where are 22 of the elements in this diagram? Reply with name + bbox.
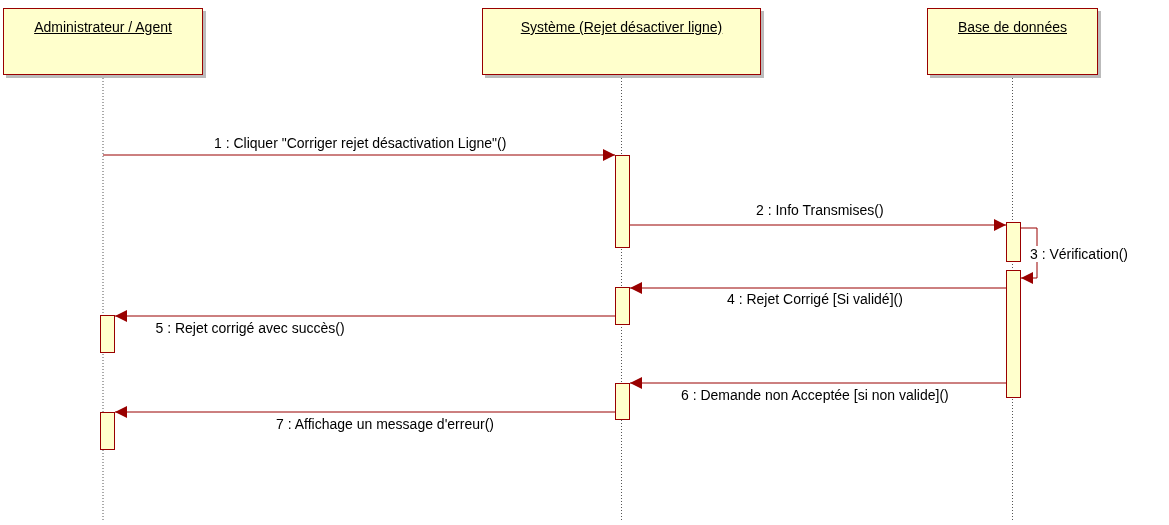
message-arrow	[629, 219, 1007, 231]
participant-box: Base de données	[927, 8, 1098, 75]
message-arrow	[114, 406, 616, 418]
activation-bar	[1006, 222, 1021, 262]
edge-label: 7 : Affichage un message d'erreur()	[274, 416, 496, 432]
activation-bar	[1006, 270, 1021, 398]
activation-bar	[615, 155, 630, 248]
activation-bar	[615, 287, 630, 325]
edge-label: 4 : Rejet Corrigé [Si validé]()	[725, 291, 905, 307]
edge-label: 6 : Demande non Acceptée [si non valide]()	[679, 387, 951, 403]
message-arrow	[102, 149, 616, 161]
message-arrow	[629, 282, 1007, 294]
edge-label: 1 : Cliquer "Corriger rejet désactivation Ligne"()	[212, 135, 509, 151]
edge-label: 5 : Rejet corrigé avec succès()	[153, 320, 347, 336]
participant-box: Administrateur / Agent	[3, 8, 203, 75]
activation-bar	[100, 315, 115, 353]
edge-label: 2 : Info Transmises()	[754, 202, 886, 218]
activation-bar	[100, 412, 115, 450]
message-arrow	[629, 377, 1007, 389]
message-arrow	[114, 310, 616, 322]
activation-bar	[615, 383, 630, 420]
participant-box: Système (Rejet désactiver ligne)	[482, 8, 761, 75]
